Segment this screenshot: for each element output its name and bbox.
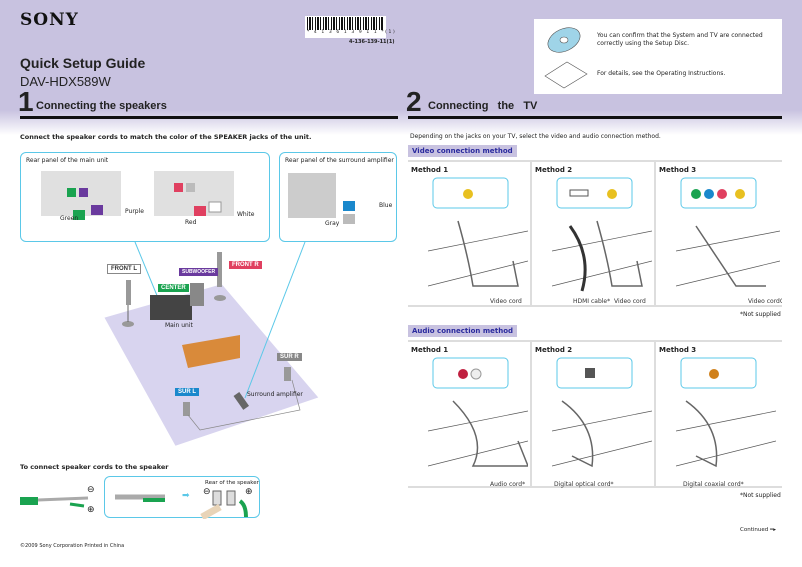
main-unit-panel: Rear panel of the main unit Green Purple… bbox=[20, 152, 270, 242]
audio-note: *Not supplied bbox=[740, 492, 781, 499]
section-number: 1 bbox=[18, 86, 34, 117]
barcode: * 4 1 3 6 1 3 9 1 1 *(1) bbox=[305, 16, 395, 38]
label-subwoofer: SUBWOOFER bbox=[179, 268, 219, 276]
cord-steps-panel: ➡ Rear of the speaker ⊖ ⊕ bbox=[104, 476, 260, 519]
floor bbox=[101, 281, 322, 449]
room-illustration bbox=[101, 241, 322, 449]
plus-icon: ⊕ bbox=[245, 487, 253, 497]
main-unit-label: Main unit bbox=[165, 322, 193, 329]
label-sur-r: SUR R bbox=[277, 353, 302, 361]
divider bbox=[20, 116, 398, 119]
main-unit bbox=[150, 295, 192, 320]
divider bbox=[408, 116, 782, 119]
sur-l-speaker bbox=[183, 402, 190, 416]
section-number: 2 bbox=[406, 86, 422, 117]
label-center: CENTER bbox=[158, 284, 189, 292]
instruction: Connect the speaker cords to match the c… bbox=[20, 133, 312, 141]
arrow-right-icon: ➡ bbox=[182, 491, 190, 501]
continued-label: Continued ━▸ bbox=[740, 527, 777, 533]
audio-heading: Audio connection method bbox=[408, 325, 518, 337]
video-methods: Method 1 Method 2 Method 3 Video cord HD… bbox=[408, 160, 782, 307]
surround-amp-label: Surround amplifier bbox=[247, 391, 303, 398]
minus-icon: ⊖ bbox=[203, 487, 211, 497]
subwoofer bbox=[190, 283, 204, 306]
minus-icon: ⊖ bbox=[87, 485, 95, 495]
video-heading: Video connection method bbox=[408, 145, 517, 157]
front-l-speaker bbox=[126, 280, 131, 305]
video-note: *Not supplied bbox=[740, 311, 781, 318]
model-name: DAV-HDX589W bbox=[20, 74, 111, 89]
setup-disc-info: You can confirm that the System and TV a… bbox=[534, 19, 782, 94]
instruction: Depending on the jacks on your TV, selec… bbox=[410, 133, 661, 140]
speaker-cord-icon bbox=[20, 496, 89, 508]
manual-icon bbox=[544, 61, 588, 89]
sur-r-speaker bbox=[284, 367, 291, 381]
sony-logo: SONY bbox=[20, 10, 79, 30]
surround-amplifier bbox=[233, 391, 250, 410]
audio-methods: Method 1 Method 2 Method 3 Audio cord* D… bbox=[408, 340, 782, 488]
page-title: Quick Setup Guide bbox=[20, 55, 146, 71]
surround-amp-panel: Rear panel of the surround amplifier Blu… bbox=[279, 152, 397, 242]
label-sur-l: SUR L bbox=[175, 388, 199, 396]
sofa bbox=[182, 335, 240, 368]
section-title: Connecting the TV bbox=[428, 100, 538, 112]
front-r-speaker bbox=[217, 252, 222, 287]
cord-heading: To connect speaker cords to the speaker bbox=[20, 463, 169, 471]
callout-line bbox=[244, 241, 306, 399]
plus-icon: ⊕ bbox=[87, 505, 95, 515]
section-title: Connecting the speakers bbox=[36, 100, 167, 112]
copyright: ©2009 Sony Corporation Printed in China bbox=[20, 543, 125, 549]
label-front-r: FRONT R bbox=[229, 261, 262, 269]
part-number: 4-136-139-11(1) bbox=[349, 39, 395, 45]
arrow-right-icon: ━▸ bbox=[769, 527, 777, 533]
label-front-l: FRONT L bbox=[107, 264, 141, 274]
